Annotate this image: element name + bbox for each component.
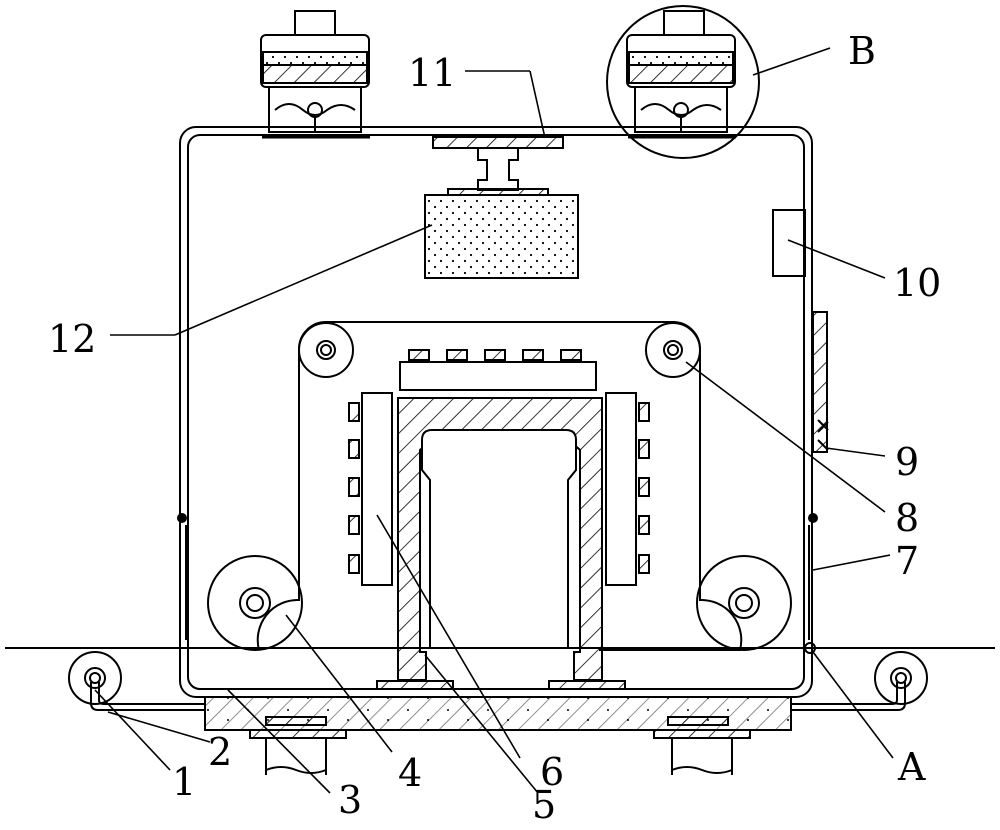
side-plate — [812, 311, 828, 453]
wheel-left — [68, 651, 205, 711]
connector-neck — [477, 148, 519, 191]
left-side-plate — [361, 392, 393, 586]
label-10: 10 — [893, 261, 941, 305]
label-2: 2 — [208, 730, 232, 774]
left-nozzles — [348, 402, 360, 574]
leader-lines — [94, 47, 894, 794]
label-11: 11 — [408, 51, 456, 95]
workpiece — [421, 429, 577, 649]
right-side-plate — [605, 392, 637, 586]
label-5: 5 — [532, 783, 556, 827]
foot-right — [653, 716, 751, 775]
label-1: 1 — [172, 760, 196, 804]
sensor-box — [772, 209, 806, 277]
detail-circle-b — [606, 5, 760, 159]
foot-left — [249, 716, 347, 775]
nozzle-bar — [399, 361, 597, 391]
label-12: 12 — [48, 317, 96, 361]
label-3: 3 — [338, 778, 362, 822]
inner-housing — [187, 134, 805, 690]
wheel-right — [791, 651, 928, 711]
label-b: B — [848, 29, 876, 73]
labels: 1 2 3 4 5 6 7 8 9 10 11 12 A B — [48, 29, 941, 827]
label-6: 6 — [540, 750, 564, 794]
dotted-block — [424, 194, 579, 279]
fan-assembly-right — [626, 10, 736, 139]
label-a: A — [897, 745, 926, 789]
fan-assembly-left — [260, 10, 370, 139]
label-8: 8 — [895, 496, 919, 540]
label-9: 9 — [895, 440, 919, 484]
label-7: 7 — [895, 539, 919, 583]
roller-bottom-right — [696, 555, 792, 651]
top-plate — [432, 136, 564, 149]
roller-bottom-left — [207, 555, 303, 651]
roller-top-left — [298, 322, 354, 378]
label-4: 4 — [398, 751, 422, 795]
roller-top-right — [645, 322, 701, 378]
point-a-marker — [804, 642, 816, 654]
nozzles — [408, 349, 582, 361]
right-nozzles — [638, 402, 650, 574]
